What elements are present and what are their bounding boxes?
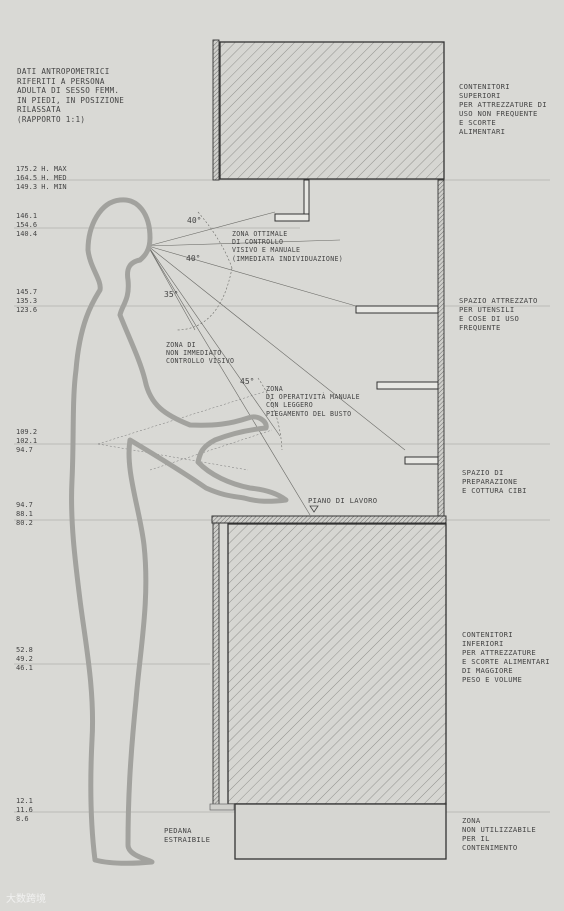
measure-value: 149.3 H. MIN [16, 183, 67, 191]
measure-value: 154.6 [16, 221, 38, 229]
label-line: CONTENIMENTO [462, 843, 518, 852]
label-line: CONTENITORI [462, 630, 513, 639]
worktop [211, 515, 447, 524]
upper-cabinet [219, 41, 445, 180]
measure-value: 88.1 [16, 510, 33, 518]
lower-cabinets-label: CONTENITORI INFERIORI PER ATTREZZATURE E… [462, 630, 550, 684]
zone-line: DI OPERATIVITÀ MANUALE [266, 393, 360, 402]
measure-value: 49.2 [16, 655, 33, 663]
label-line: INFERIORI [462, 639, 504, 648]
zone-line: ZONA DI [166, 341, 196, 349]
zone-line: ZONA [266, 385, 284, 393]
label-line: NON UTILIZZABILE [462, 825, 537, 834]
label-line: PREPARAZIONE [462, 477, 518, 486]
label-line: PER IL [462, 834, 490, 843]
upper-cabinets-label: CONTENITORI SUPERIORI PER ATTREZZATURE D… [459, 82, 547, 136]
angle-label: 45° [240, 377, 255, 386]
label-line: E SCORTE [459, 118, 497, 127]
measure-value: 94.7 [16, 446, 33, 454]
measure-value: 12.1 [16, 797, 33, 805]
label-line: SPAZIO ATTREZZATO [459, 296, 538, 305]
zone-operative-label: ZONA DI OPERATIVITÀ MANUALE CON LEGGERO … [266, 385, 360, 418]
zone-line: CONTROLLO VISIVO [166, 357, 235, 366]
label-line: CONTENITORI [459, 82, 510, 91]
label-line: E COTTURA CIBI [462, 486, 527, 495]
female-figure [69, 197, 289, 866]
measure-value: 94.7 [16, 501, 33, 509]
watermark: 大数跨境 [6, 894, 46, 905]
zone-line: (IMMEDIATA INDIVIDUAZIONE) [232, 254, 344, 263]
zone-line: NON IMMEDIATO [166, 349, 222, 358]
title-line: ADULTA DI SESSO FEMM. [17, 86, 120, 95]
title-block: DATI ANTROPOMETRICI RIFERITI A PERSONA A… [17, 67, 124, 124]
zone-line: ZONA OTTIMALE [232, 230, 288, 238]
label-line: PER ATTREZZATURE DI [459, 100, 547, 109]
title-line: (RAPPORTO 1:1) [17, 114, 86, 124]
label-line: ALIMENTARI [459, 127, 506, 136]
title-line: RILASSATA [17, 105, 61, 114]
label-line: FREQUENTE [459, 323, 501, 332]
pull-out-footrest [209, 803, 235, 811]
worktop-label: PIANO DI LAVORO [308, 496, 378, 505]
label-line: E SCORTE ALIMENTARI [462, 657, 550, 666]
measure-value: 175.2 H. MAX [16, 165, 67, 173]
measure-group-worktop: 94.7 88.1 80.2 [16, 501, 33, 528]
measure-value: 46.1 [16, 664, 33, 672]
zone-non-immediate-label: ZONA DI NON IMMEDIATO CONTROLLO VISIVO [166, 341, 234, 366]
title-line: RIFERITI A PERSONA [17, 76, 105, 86]
measure-value: 80.2 [16, 519, 33, 527]
measure-group-ankle: 12.1 11.6 8.6 [16, 797, 33, 824]
sight-lines [147, 211, 406, 516]
worktop-marker [309, 505, 319, 513]
tools-space-label: SPAZIO ATTREZZATO PER UTENSILI E COSE DI… [459, 296, 538, 332]
label-line: SPAZIO DI [462, 468, 504, 477]
label-line: PER ATTREZZATURE [462, 648, 537, 657]
zone-line: PIEGAMENTO DEL BUSTO [266, 409, 352, 418]
footrest-line: ESTRAIBILE [164, 835, 211, 844]
label-line: SUPERIORI [459, 91, 501, 100]
measure-value: 164.5 H. MED [16, 174, 67, 182]
zone-line: CON LEGGERO [266, 401, 313, 410]
measure-value: 102.1 [16, 437, 38, 445]
label-line: DI MAGGIORE [462, 666, 513, 675]
measure-value: 146.1 [16, 212, 38, 220]
title-line: IN PIEDI, IN POSIZIONE [17, 95, 125, 105]
prep-space-label: SPAZIO DI PREPARAZIONE E COTTURA CIBI [462, 468, 527, 495]
measure-value: 52.8 [16, 646, 33, 654]
zone-line: DI CONTROLLO [232, 238, 284, 247]
measure-value: 109.2 [16, 428, 38, 436]
measure-value: 140.4 [16, 230, 38, 238]
measure-group-shoulder: 145.7 135.3 123.6 [16, 288, 37, 315]
label-line: E COSE DI USO [459, 314, 520, 323]
label-line: ZONA [462, 816, 481, 825]
zone-line: VISIVO E MANUALE [232, 246, 301, 255]
zone-optimal-label: ZONA OTTIMALE DI CONTROLLO VISIVO E MANU… [232, 230, 343, 263]
measure-group-elbow: 109.2 102.1 94.7 [16, 428, 37, 455]
measure-group-eye: 146.1 154.6 140.4 [16, 212, 37, 239]
label-line: PER UTENSILI [459, 305, 515, 314]
label-line: PESO E VOLUME [462, 675, 523, 684]
footrest-line: PEDANA [164, 826, 192, 835]
angle-label: 40° [187, 216, 202, 225]
measure-value: 11.6 [16, 806, 33, 814]
measure-value: 123.6 [16, 306, 38, 314]
footrest-label: PEDANA ESTRAIBILE [164, 826, 210, 844]
measure-group-height: 175.2 H. MAX 164.5 H. MED 149.3 H. MIN [16, 165, 67, 192]
lower-cabinet [227, 523, 447, 805]
unusable-zone-label: ZONA NON UTILIZZABILE PER IL CONTENIMENT… [462, 816, 536, 852]
plinth [234, 803, 447, 860]
measure-value: 135.3 [16, 297, 38, 305]
title-line: DATI ANTROPOMETRICI [17, 67, 110, 76]
label-line: USO NON FREQUENTE [459, 109, 538, 118]
angle-label: 35° [164, 290, 179, 299]
shelves [274, 179, 439, 465]
measure-group-knee: 52.8 49.2 46.1 [16, 646, 33, 673]
measure-value: 8.6 [16, 815, 29, 823]
angle-label: 40° [186, 254, 201, 263]
measure-value: 145.7 [16, 288, 38, 296]
